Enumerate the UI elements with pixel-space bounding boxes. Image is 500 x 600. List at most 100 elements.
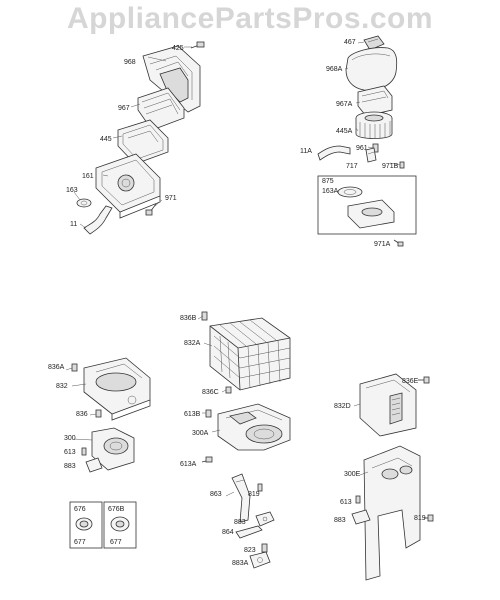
label-300E: 300E	[344, 471, 361, 478]
label-836B: 836B	[180, 315, 197, 322]
label-961: 961	[356, 145, 368, 152]
part-163A-gasket[interactable]	[337, 186, 363, 198]
part-836-screw[interactable]	[95, 409, 102, 418]
label-836A: 836A	[48, 364, 65, 371]
label-677: 677	[74, 539, 86, 546]
label-11A: 11A	[300, 148, 312, 155]
part-836A-screw[interactable]	[71, 363, 78, 372]
label-883A: 883A	[232, 560, 249, 567]
label-819-right: 819	[414, 515, 426, 522]
label-883-right: 883	[334, 517, 346, 524]
part-971-screw[interactable]	[145, 203, 157, 216]
part-836B-screw[interactable]	[201, 311, 208, 321]
part-971A-screw[interactable]	[393, 239, 404, 247]
label-161: 161	[82, 173, 94, 180]
part-883-clamp-mid[interactable]	[255, 511, 275, 527]
label-467: 467	[344, 39, 356, 46]
label-676B: 676B	[108, 506, 125, 513]
label-163A: 163A	[322, 188, 339, 195]
part-717-clip[interactable]	[365, 147, 377, 163]
part-819-screw-mid[interactable]	[257, 483, 263, 492]
part-968-cover[interactable]	[142, 45, 201, 113]
part-875-base[interactable]	[347, 199, 395, 229]
label-967: 967	[118, 105, 130, 112]
part-163-gasket[interactable]	[76, 198, 92, 208]
part-836C-screw[interactable]	[225, 386, 232, 394]
part-445-element[interactable]	[117, 119, 169, 165]
label-883-mid: 883	[234, 519, 246, 526]
part-613-screw-right[interactable]	[355, 495, 361, 504]
label-968A: 968A	[326, 66, 343, 73]
label-613B: 613B	[184, 411, 201, 418]
label-300A: 300A	[192, 430, 209, 437]
part-968A-cover[interactable]	[345, 47, 398, 91]
label-445A: 445A	[336, 128, 353, 135]
label-163: 163	[66, 187, 78, 194]
kit-875-box	[317, 175, 417, 235]
label-717: 717	[346, 163, 358, 170]
part-967A-filter[interactable]	[357, 85, 393, 117]
label-677b: 677	[110, 539, 122, 546]
watermark: AppliancePartsPros.com	[66, 2, 434, 35]
label-836E: 836E	[402, 378, 419, 385]
label-967A: 967A	[336, 101, 353, 108]
part-836E-screw[interactable]	[418, 376, 430, 384]
part-863-bracket-mid[interactable]	[231, 473, 251, 523]
part-613-screw-left[interactable]	[81, 447, 87, 456]
label-971B: 971B	[382, 163, 399, 170]
label-836: 836	[76, 411, 88, 418]
part-11-tube[interactable]	[83, 205, 113, 235]
part-823-bolt[interactable]	[261, 543, 268, 553]
kit-676B-box	[103, 501, 137, 549]
label-883-left: 883	[64, 463, 76, 470]
part-11A-tube[interactable]	[317, 145, 351, 161]
part-819-screw-right[interactable]	[424, 514, 434, 522]
label-832D: 832D	[334, 403, 351, 410]
part-883-clamp-left[interactable]	[85, 457, 103, 473]
label-613: 613	[64, 449, 76, 456]
label-819-mid: 819	[248, 491, 260, 498]
label-863-mid: 863	[210, 491, 222, 498]
label-445: 445	[100, 136, 112, 143]
label-971A: 971A	[374, 241, 391, 248]
label-832: 832	[56, 383, 68, 390]
part-832A-cage[interactable]	[209, 317, 291, 391]
part-613B-screw[interactable]	[205, 409, 212, 418]
label-968: 968	[124, 59, 136, 66]
part-967-filter[interactable]	[137, 87, 185, 131]
label-300: 300	[64, 435, 76, 442]
label-836C: 836C	[202, 389, 219, 396]
part-971B-screw[interactable]	[399, 161, 405, 169]
part-300A-shroud[interactable]	[217, 403, 291, 451]
part-467-knob[interactable]	[363, 35, 385, 51]
label-823: 823	[244, 547, 256, 554]
part-300E-bracket[interactable]	[363, 445, 421, 581]
label-875: 875	[322, 178, 334, 185]
part-613A-screw[interactable]	[201, 456, 213, 463]
label-613A: 613A	[180, 461, 197, 468]
kit-676-box	[69, 501, 103, 549]
part-883-clamp-right[interactable]	[351, 509, 371, 525]
label-11: 11	[70, 221, 77, 228]
part-832D-cover[interactable]	[359, 373, 417, 437]
label-864: 864	[222, 529, 234, 536]
part-labels: 425 968 967 445 161 163 971 11 467 968A …	[48, 39, 426, 567]
part-300-elbow[interactable]	[91, 427, 135, 471]
part-676-disc[interactable]	[75, 517, 93, 531]
label-425: 425	[172, 45, 184, 52]
label-676: 676	[74, 506, 86, 513]
label-613-right: 613	[340, 499, 352, 506]
air-cleaner-assembly-left	[73, 41, 205, 235]
part-864-link[interactable]	[235, 525, 263, 539]
housing-assembly-left	[65, 357, 151, 549]
part-883A-clamp[interactable]	[249, 551, 271, 569]
part-425-screw[interactable]	[190, 41, 205, 49]
shroud-assembly-middle	[197, 311, 291, 569]
part-445A-element[interactable]	[355, 111, 393, 139]
part-161-base[interactable]	[95, 153, 161, 219]
label-832A: 832A	[184, 340, 201, 347]
part-676B-disc[interactable]	[110, 516, 130, 532]
part-832-housing[interactable]	[83, 357, 151, 421]
shroud-assembly-right	[351, 373, 434, 581]
